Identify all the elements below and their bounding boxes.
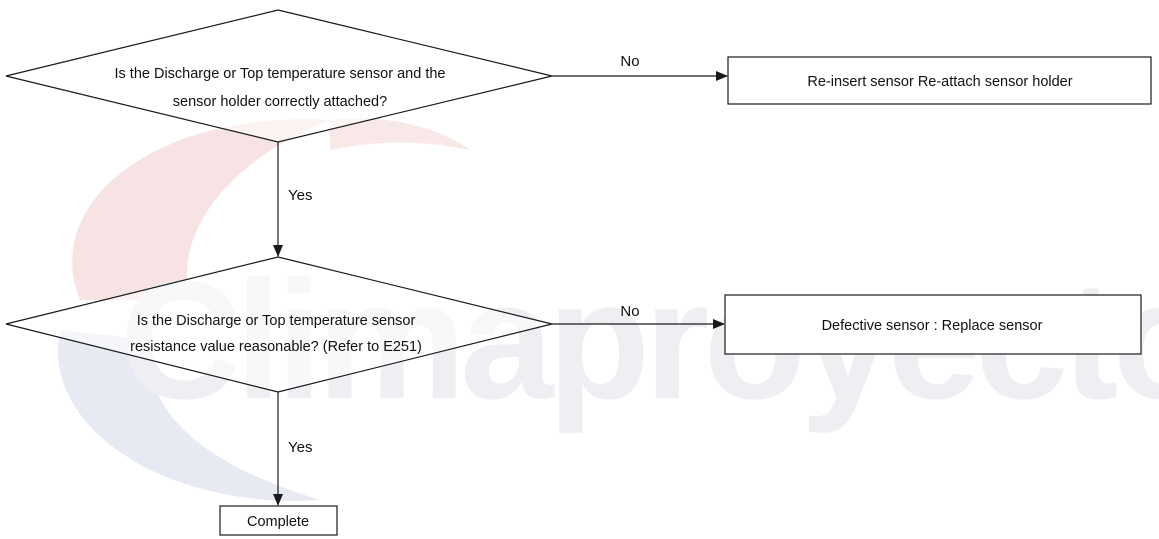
- decision-2-line-2: resistance value reasonable? (Refer to E…: [130, 339, 422, 355]
- complete-box: [219, 505, 338, 536]
- action-2-text: Defective sensor : Replace sensor: [822, 318, 1043, 334]
- watermark-blue-swoosh: [57, 330, 320, 501]
- watermark-red-arrow: [330, 118, 470, 150]
- decision-2-line-1: Is the Discharge or Top temperature sens…: [137, 313, 416, 329]
- no-label-1: No: [620, 53, 639, 70]
- watermark-red-swoosh: [72, 119, 330, 300]
- no-label-2: No: [620, 303, 639, 320]
- action-box-1: [727, 56, 1152, 105]
- decision-1-line-2: sensor holder correctly attached?: [173, 94, 387, 110]
- action-box-2: [724, 294, 1142, 355]
- complete-text: Complete: [247, 514, 309, 530]
- yes-label-2: Yes: [288, 439, 312, 456]
- yes-label-1: Yes: [288, 187, 312, 204]
- decision-1-line-1: Is the Discharge or Top temperature sens…: [114, 66, 445, 82]
- action-1-text: Re-insert sensor Re-attach sensor holder: [807, 74, 1072, 90]
